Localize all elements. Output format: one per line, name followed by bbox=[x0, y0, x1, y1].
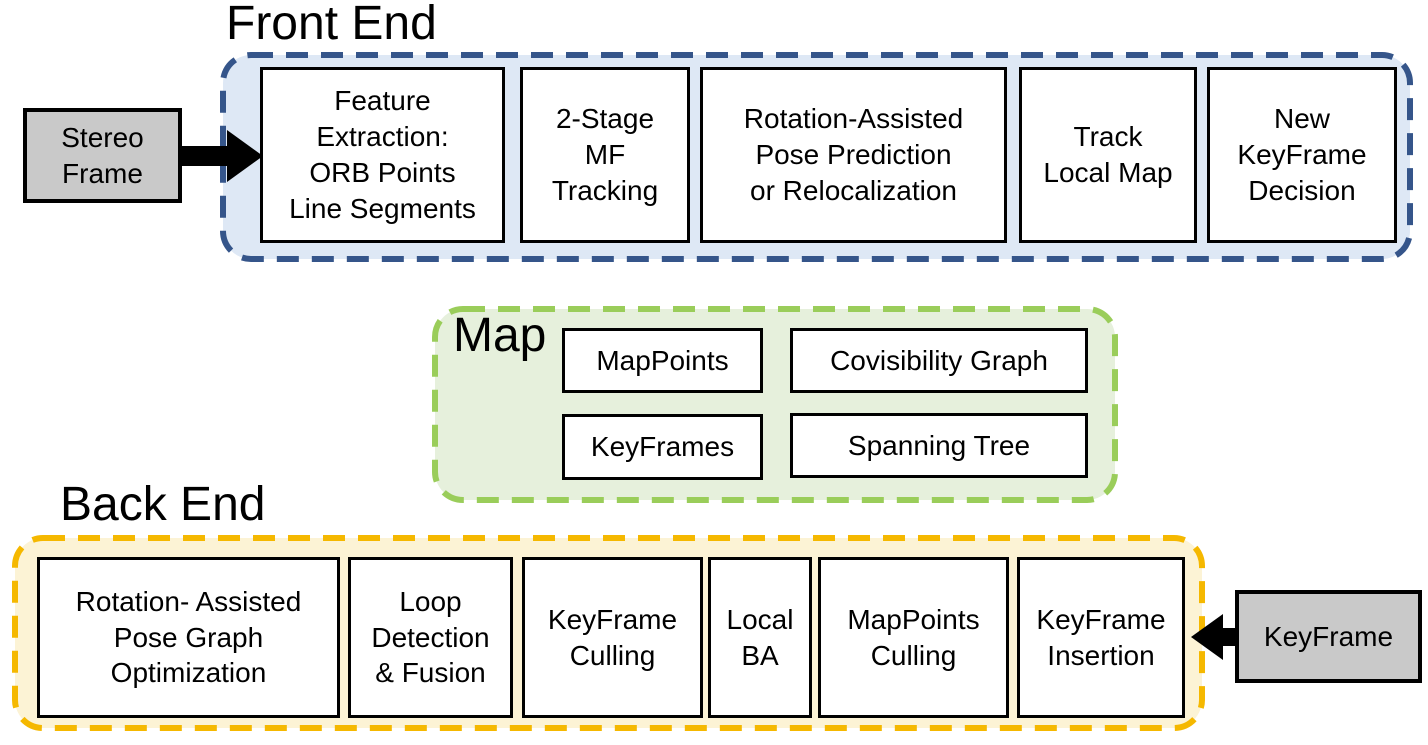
map-title: Map bbox=[453, 309, 547, 362]
back-end-box-local-ba: Local BA bbox=[708, 557, 812, 718]
keyframe-input-arrow bbox=[1191, 614, 1237, 660]
stereo-frame-box: Stereo Frame bbox=[23, 108, 182, 203]
stereo-input-arrow bbox=[181, 130, 263, 182]
map-box-mappoints: MapPoints bbox=[562, 328, 763, 393]
front-end-box-new-keyframe-decision: New KeyFrame Decision bbox=[1207, 67, 1397, 243]
map-box-covisibility-graph: Covisibility Graph bbox=[790, 328, 1088, 393]
back-end-box-mappoints-culling: MapPoints Culling bbox=[818, 557, 1009, 718]
back-end-box-keyframe-insertion: KeyFrame Insertion bbox=[1017, 557, 1185, 718]
back-end-title: Back End bbox=[60, 478, 266, 531]
back-end-box-loop-detection: Loop Detection & Fusion bbox=[348, 557, 513, 718]
back-end-box-pose-graph-optimization: Rotation- Assisted Pose Graph Optimizati… bbox=[37, 557, 340, 718]
keyframe-box: KeyFrame bbox=[1235, 590, 1422, 683]
front-end-box-mf-tracking: 2-Stage MF Tracking bbox=[520, 67, 690, 243]
back-end-box-keyframe-culling: KeyFrame Culling bbox=[522, 557, 703, 718]
front-end-box-pose-prediction: Rotation-Assisted Pose Prediction or Rel… bbox=[700, 67, 1007, 243]
front-end-title: Front End bbox=[226, 0, 437, 50]
map-box-spanning-tree: Spanning Tree bbox=[790, 413, 1088, 478]
map-box-keyframes: KeyFrames bbox=[562, 414, 763, 480]
front-end-box-track-local-map: Track Local Map bbox=[1019, 67, 1197, 243]
front-end-box-feature-extraction: Feature Extraction: ORB Points Line Segm… bbox=[260, 67, 505, 243]
